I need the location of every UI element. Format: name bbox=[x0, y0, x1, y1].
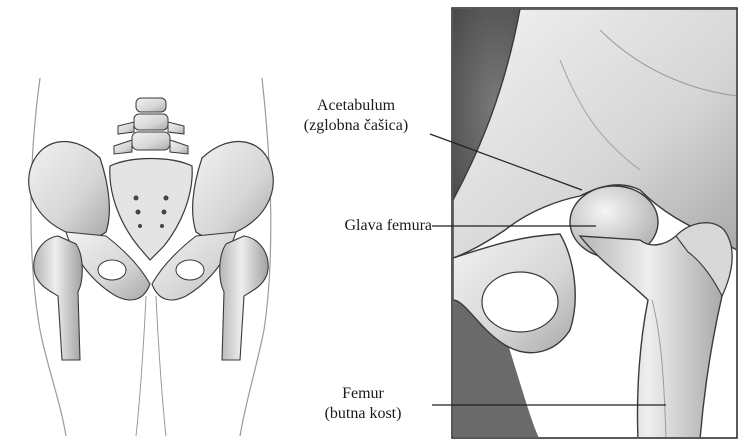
label-acetabulum: Acetabulum (zglobna čašica) bbox=[276, 96, 436, 136]
label-femur-line1: Femur bbox=[298, 384, 428, 404]
left-femur-small bbox=[34, 236, 82, 360]
label-acetabulum-line2: (zglobna čašica) bbox=[276, 116, 436, 136]
obturator-foramen bbox=[482, 272, 558, 332]
left-iliac-wing bbox=[29, 141, 110, 238]
pelvis-overview bbox=[29, 78, 274, 436]
sacrum bbox=[110, 159, 192, 261]
right-iliac-wing bbox=[193, 141, 274, 238]
label-femur: Femur (butna kost) bbox=[298, 384, 428, 424]
left-obturator-foramen bbox=[98, 260, 126, 280]
label-acetabulum-line1: Acetabulum bbox=[276, 96, 436, 116]
right-femur-small bbox=[220, 236, 268, 360]
label-femur-line2: (butna kost) bbox=[298, 404, 428, 424]
lumbar-spine bbox=[114, 98, 188, 154]
label-femoral-head: Glava femura bbox=[292, 216, 432, 236]
right-obturator-foramen bbox=[176, 260, 204, 280]
label-femoral-head-line1: Glava femura bbox=[292, 216, 432, 236]
hip-joint-detail bbox=[452, 8, 737, 440]
